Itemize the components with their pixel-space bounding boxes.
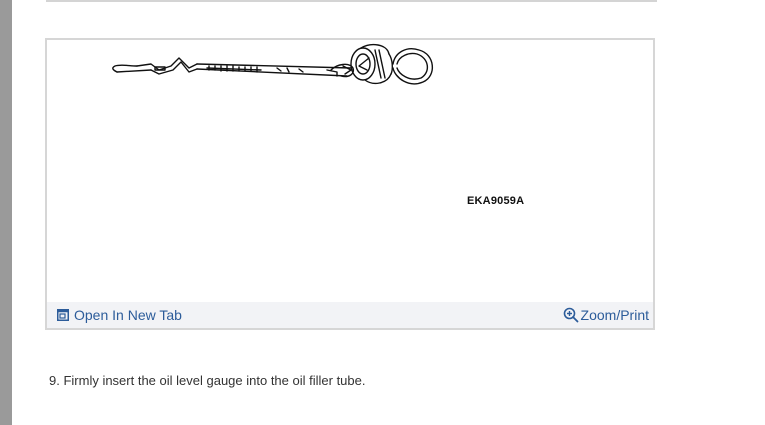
previous-figure-border <box>46 0 657 2</box>
oil-dipstick-illustration <box>112 43 433 85</box>
figure-container: EKA9059A Open In New Tab <box>45 38 655 330</box>
open-window-icon <box>57 309 69 321</box>
magnifier-plus-icon <box>563 307 579 323</box>
procedure-step-9: 9. Firmly insert the oil level gauge int… <box>49 373 366 388</box>
scrollbar-track[interactable] <box>0 0 12 425</box>
open-in-new-tab-label: Open In New Tab <box>74 307 182 323</box>
figure-toolbar: Open In New Tab Zoom/Print <box>47 302 653 328</box>
zoom-print-label: Zoom/Print <box>580 307 649 323</box>
zoom-print-button[interactable]: Zoom/Print <box>563 306 649 324</box>
figure-reference-code: EKA9059A <box>467 195 525 207</box>
open-in-new-tab-button[interactable]: Open In New Tab <box>57 306 182 324</box>
